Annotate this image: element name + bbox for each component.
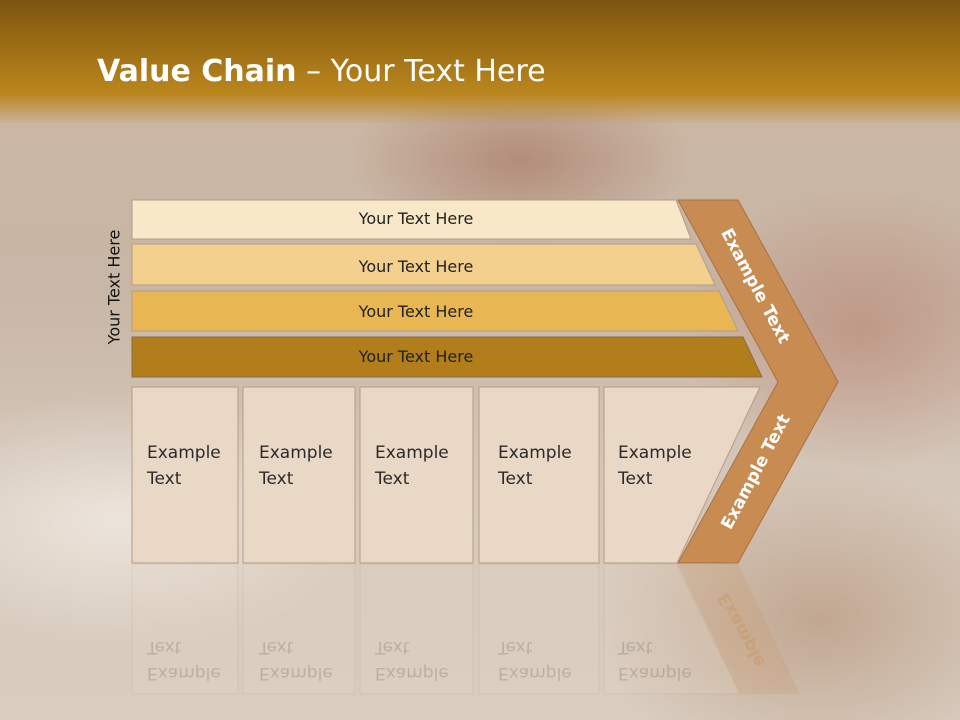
box-1-reflect-line2: Text — [147, 637, 182, 657]
box-4-reflect-line2: Text — [498, 637, 533, 657]
box-3-line1: Example — [375, 443, 449, 463]
bar-2-label: Your Text Here — [358, 257, 474, 276]
box-2-text-reflection: Example Text — [259, 634, 333, 686]
box-3 — [359, 386, 474, 564]
box-4 — [478, 386, 600, 564]
bar-3 — [131, 290, 739, 332]
box-1-text: Example Text — [147, 440, 221, 492]
box-5-reflect-line1: Example — [618, 663, 692, 683]
box-2 — [242, 386, 356, 564]
bar-1-label: Your Text Here — [358, 209, 474, 228]
box-5-text-reflection: Example Text — [618, 634, 692, 686]
box-3-reflect-line2: Text — [375, 637, 410, 657]
box-1 — [131, 386, 239, 564]
box-2-line1: Example — [259, 443, 333, 463]
box-3-reflect-line1: Example — [375, 663, 449, 683]
header-band — [0, 0, 960, 125]
bar-4-label: Your Text Here — [358, 347, 474, 366]
bar-1 — [131, 199, 692, 240]
box-2-line2: Text — [259, 469, 294, 489]
box-1-reflect-line1: Example — [147, 663, 221, 683]
box-4-line1: Example — [498, 443, 572, 463]
box-4-text-reflection: Example Text — [498, 634, 572, 686]
box-2-text: Example Text — [259, 440, 333, 492]
chevron-reflection — [678, 564, 800, 694]
box-4-reflection — [478, 563, 600, 695]
box-5-line2: Text — [618, 469, 653, 489]
box-1-line1: Example — [147, 443, 221, 463]
box-3-text: Example Text — [375, 440, 449, 492]
box-5-reflection — [603, 563, 741, 695]
box-3-text-reflection: Example Text — [375, 634, 449, 686]
bar-3-label: Your Text Here — [358, 302, 474, 321]
box-4-line2: Text — [498, 469, 533, 489]
box-5 — [603, 386, 761, 564]
box-4-reflect-line1: Example — [498, 663, 572, 683]
box-2-reflection — [242, 563, 356, 695]
box-1-reflection — [131, 563, 239, 695]
box-4-text: Example Text — [498, 440, 572, 492]
title-bold: Value Chain — [97, 54, 297, 89]
reflection-group — [131, 563, 800, 695]
box-2-reflect-line1: Example — [259, 663, 333, 683]
box-5-reflect-line2: Text — [618, 637, 653, 657]
slide-title: Value Chain – Your Text Here — [97, 54, 546, 89]
bar-4 — [131, 336, 763, 378]
box-5-line1: Example — [618, 443, 692, 463]
title-rest: – Your Text Here — [296, 54, 546, 89]
box-3-reflection — [359, 563, 474, 695]
chevron-arrow — [677, 199, 839, 564]
box-5-text: Example Text — [618, 440, 692, 492]
bar-2 — [131, 243, 716, 286]
box-1-text-reflection: Example Text — [147, 634, 221, 686]
box-2-reflect-line2: Text — [259, 637, 294, 657]
box-3-line2: Text — [375, 469, 410, 489]
box-1-line2: Text — [147, 469, 182, 489]
